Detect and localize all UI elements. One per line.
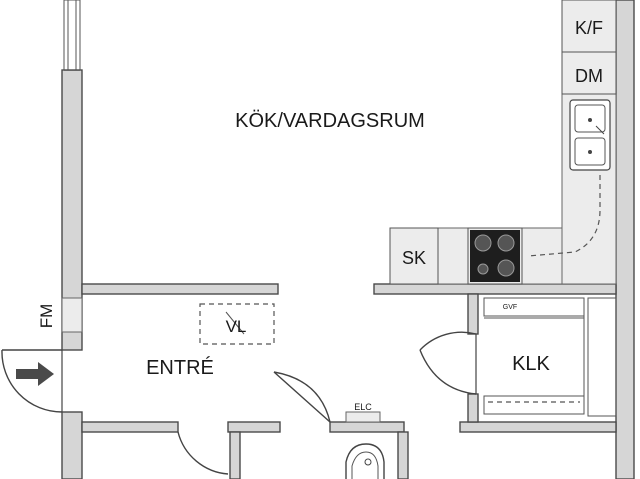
walls [61,0,635,479]
closet-wall-left-lower [467,393,479,423]
wardrobe-cabinet [389,227,439,285]
lower-wall-left [81,421,179,433]
toilet [345,443,385,479]
entrance-label: ENTRÉ [146,356,214,379]
stove [467,227,523,285]
entrance-door [1,349,63,413]
bath-wall-right [397,431,409,479]
closet-wall-left [467,293,479,335]
interior-wall-left [81,283,279,295]
bathroom-door [273,371,331,423]
bath-wall-left [229,431,241,479]
kitchen-counter [389,0,617,285]
bedroom-door [177,431,229,475]
closet-door [419,331,477,395]
window [63,0,81,71]
dishwasher-label: DM [575,66,603,86]
kitchen-living-label: KÖK/VARDAGSRUM [235,110,425,132]
left-wall-lower [61,411,83,479]
wardrobe-label: SK [402,248,426,268]
fridge-freezer-label: K/F [575,18,603,38]
water-heater-label: VL [226,317,247,336]
lower-wall-bath [329,421,405,433]
closet-label: KLK [512,353,550,375]
water-heater-diag [225,311,245,335]
entry-arrow-icon [16,362,54,386]
sink [569,99,611,171]
dishwasher-cabinet [561,51,617,95]
fuse-box-label: FM [37,304,56,329]
water-heater-box [199,303,275,345]
right-wall [615,0,635,479]
interior-wall-right [373,283,617,295]
shelf-label: GVF [503,304,517,311]
closet-shelves [483,297,617,417]
fuse-box [61,297,83,333]
electrical-cabinet-label: ELC [354,402,372,412]
lower-wall-right [459,421,617,433]
lower-wall-mid [227,421,281,433]
electrical-cabinet [345,411,381,423]
